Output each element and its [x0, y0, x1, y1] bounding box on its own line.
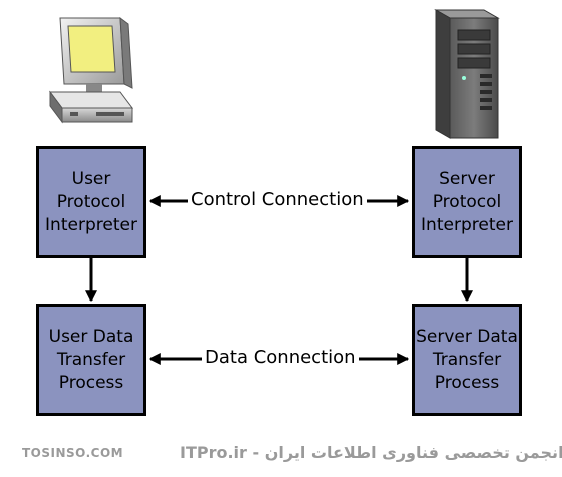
desktop-computer-icon: [49, 16, 133, 124]
server-data-transfer-process-box: Server Data Transfer Process: [412, 304, 522, 416]
server-tower-icon: [434, 9, 500, 139]
node-label: Protocol: [56, 191, 126, 212]
node-label: Process: [58, 372, 124, 393]
node-label: Transfer: [56, 349, 126, 370]
data-connection-label: Data Connection: [202, 347, 359, 369]
watermark-left: TOSINSO.COM: [22, 446, 124, 460]
node-label: User Data: [48, 326, 134, 347]
node-label: Interpreter: [421, 214, 513, 235]
watermark-right: ITPro.ir - انجمن تخصصی فناوری اطلاعات ای…: [180, 443, 562, 462]
user-protocol-interpreter-box: User Protocol Interpreter: [36, 146, 146, 258]
user-data-transfer-process-box: User Data Transfer Process: [36, 304, 146, 416]
node-label: Server: [439, 168, 495, 189]
node-label: Process: [434, 372, 500, 393]
control-connection-label: Control Connection: [188, 189, 367, 211]
node-label: Interpreter: [45, 214, 137, 235]
node-label: Protocol: [432, 191, 502, 212]
node-label: Transfer: [432, 349, 502, 370]
server-protocol-interpreter-box: Server Protocol Interpreter: [412, 146, 522, 258]
node-label: Server Data: [416, 326, 518, 347]
node-label: User: [71, 168, 111, 189]
